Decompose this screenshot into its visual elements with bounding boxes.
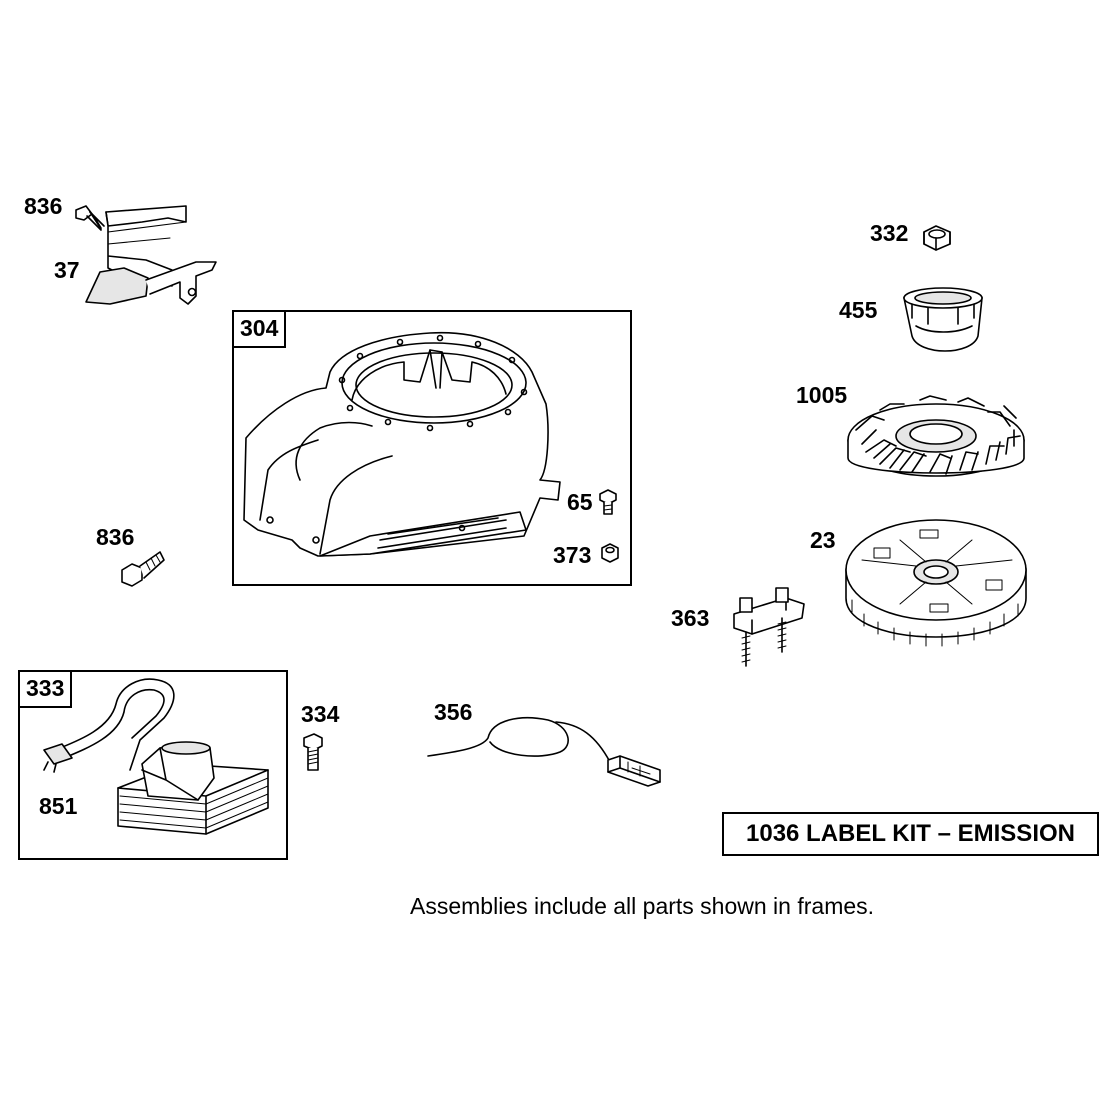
part-373-nut	[601, 543, 619, 563]
footnote: Assemblies include all parts shown in fr…	[410, 893, 875, 919]
part-1005-fan	[847, 395, 1025, 477]
part-334-screw	[303, 733, 323, 771]
callout-851: 851	[39, 793, 78, 819]
callout-836-mid: 836	[96, 524, 135, 550]
part-23-flywheel	[845, 519, 1027, 647]
frame-tag-304: 304	[234, 312, 287, 348]
part-455-starter-cup	[903, 287, 983, 352]
part-836-screw-top	[75, 205, 105, 231]
frame-armature: 333	[18, 670, 288, 860]
callout-332: 332	[870, 220, 909, 246]
callout-1005: 1005	[796, 382, 848, 408]
part-356-ground-wire	[427, 716, 661, 787]
callout-373: 373	[553, 542, 592, 568]
callout-334: 334	[301, 701, 340, 727]
callout-836-top: 836	[24, 193, 63, 219]
callout-363: 363	[671, 605, 710, 631]
part-333-armature	[43, 678, 269, 835]
label-kit-box: 1036 LABEL KIT – EMISSION	[722, 812, 1099, 856]
callout-65: 65	[567, 489, 593, 515]
part-65-bolt	[599, 489, 617, 515]
callout-455: 455	[839, 297, 878, 323]
callout-356: 356	[434, 699, 473, 725]
callout-37: 37	[54, 257, 80, 283]
part-37-air-guide	[85, 205, 217, 305]
part-836-screw-mid	[121, 551, 165, 587]
frame-blower-housing: 304	[232, 310, 632, 586]
frame-tag-333: 333	[20, 672, 73, 708]
callout-23: 23	[810, 527, 836, 553]
part-363-bracket	[733, 587, 805, 667]
part-332-nut	[923, 225, 951, 251]
part-304-blower-housing	[243, 331, 561, 557]
